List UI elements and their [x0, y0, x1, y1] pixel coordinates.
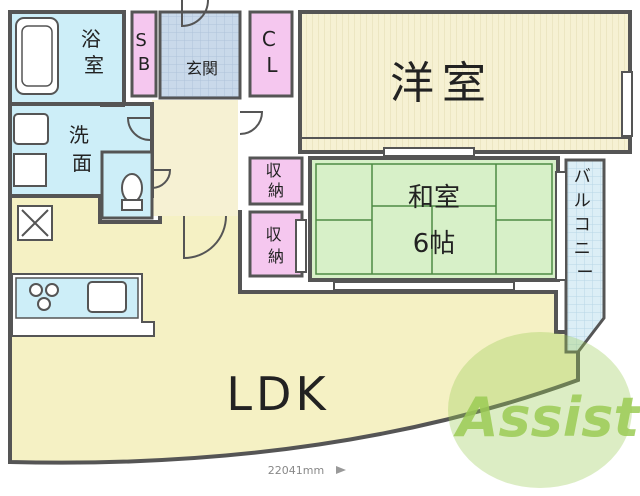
- storage-lower-char-2: 納: [268, 247, 284, 266]
- room-label-youshitsu: 洋室: [390, 58, 494, 109]
- cl-floor: [248, 10, 294, 98]
- genkan-floor: [158, 10, 242, 100]
- room-label-washitsu-size: 6帖: [413, 229, 456, 259]
- washing-machine-icon: [13, 153, 47, 187]
- hallway-floor: [152, 100, 238, 216]
- balcony-char-3: コ: [574, 215, 591, 235]
- senmen-char-1: 洗: [69, 123, 89, 147]
- room-label-balcony: バ ル コ ニ ー: [574, 167, 596, 283]
- ldk-floor: [8, 194, 580, 465]
- cl-char-2: L: [266, 53, 278, 77]
- cl-char-1: C: [262, 27, 276, 51]
- dimension-arrow-icon: [336, 466, 346, 474]
- washbasin-icon: [13, 113, 49, 145]
- room-label-storage-lower: 収 納: [265, 225, 286, 266]
- watermark-circle: [448, 332, 632, 488]
- room-label-storage-upper: 収 納: [265, 161, 286, 200]
- room-label-cl: C L: [262, 27, 282, 77]
- storage-lower-floor: [248, 210, 304, 278]
- stove-icon: [29, 283, 59, 311]
- bath-char-1: 浴: [81, 27, 101, 51]
- bath-char-2: 室: [84, 53, 104, 77]
- room-label-bath: 浴 室: [81, 27, 107, 77]
- room-label-washitsu: 和室: [408, 183, 460, 213]
- sb-char-1: S: [135, 30, 146, 51]
- toilet-icon: [121, 173, 143, 203]
- door-swings: [100, 0, 264, 260]
- dimension-label: 22041mm: [268, 464, 324, 477]
- washitsu-floor: [308, 156, 560, 282]
- sb-char-2: B: [138, 54, 150, 75]
- balcony-char-4: ニ: [574, 239, 591, 259]
- balcony-char-2: ル: [574, 191, 591, 211]
- storage-upper-char-1: 収: [265, 161, 281, 180]
- balcony-char-5: ー: [577, 263, 594, 283]
- room-label-sb: S B: [135, 30, 152, 75]
- storage-upper-char-2: 納: [268, 181, 284, 200]
- storage-lower-char-1: 収: [265, 225, 281, 244]
- room-label-genkan: 玄関: [186, 59, 218, 78]
- storage-upper-floor: [248, 156, 304, 206]
- sb-floor: [130, 10, 158, 98]
- senmen-char-2: 面: [72, 151, 92, 175]
- sink-icon: [87, 281, 127, 313]
- room-label-ldk: LDK: [226, 367, 329, 421]
- balcony-floor: [564, 158, 606, 354]
- watermark-text: Assist: [453, 386, 640, 449]
- tatami-lines: [315, 163, 553, 275]
- youshitsu-floor: [298, 10, 632, 154]
- bathtub-icon: [15, 17, 59, 95]
- room-label-senmen: 洗 面: [69, 123, 95, 175]
- balcony-char-1: バ: [574, 167, 591, 187]
